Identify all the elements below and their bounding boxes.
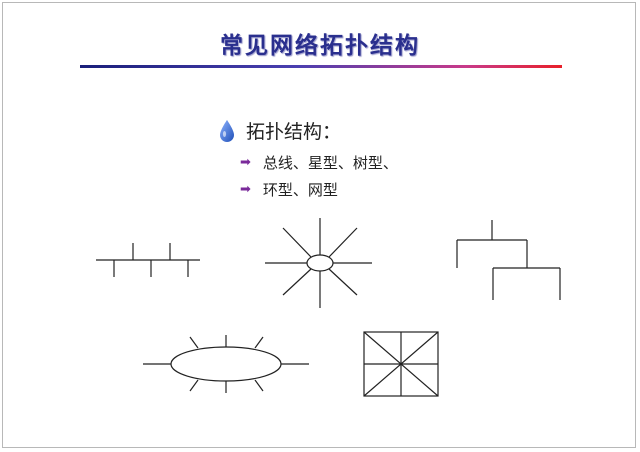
sub-bullet-2: ➡ 环型、网型 [240,179,338,200]
slide-title: 常见网络拓扑结构 [220,32,420,59]
right-arrow-icon: ➡ [240,182,251,197]
water-drop-icon [220,119,234,142]
sub-bullet-text: 总线、星型、树型、 [262,154,398,172]
sub-bullet-text: 环型、网型 [262,181,338,199]
main-bullet: 拓扑结构： [218,117,341,144]
main-bullet-text: 拓扑结构： [246,121,342,143]
mesh-topology-diagram [363,331,439,397]
bus-topology-diagram [96,243,200,277]
title-divider [80,65,562,68]
star-topology-diagram [265,218,372,308]
ring-topology-diagram [143,335,309,393]
slide-frame [2,2,636,448]
tree-topology-diagram [456,220,561,300]
sub-bullet-1: ➡ 总线、星型、树型、 [240,152,398,173]
right-arrow-icon: ➡ [240,155,251,170]
